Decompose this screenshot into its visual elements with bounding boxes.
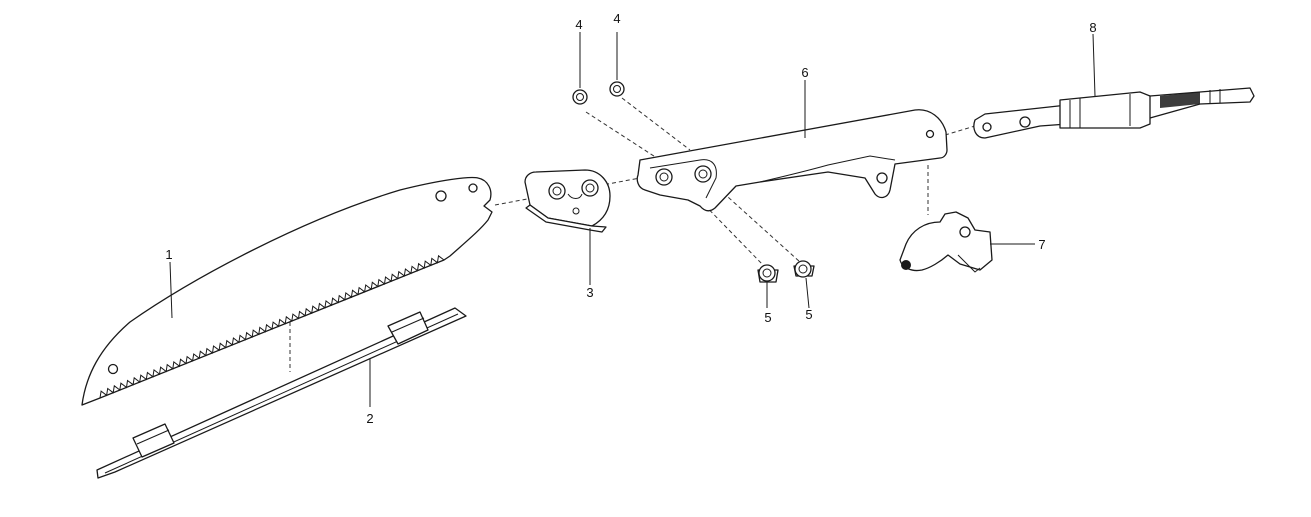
blade-tip-hole [107, 363, 119, 375]
blade-guard [96, 307, 467, 479]
callout-5a: 5 [764, 310, 771, 325]
saw-blade [81, 176, 493, 406]
callout-4a: 4 [575, 17, 582, 32]
callout-8: 8 [1089, 20, 1096, 35]
blade-lock-hole [468, 183, 478, 193]
callout-7: 7 [1038, 237, 1045, 252]
pole-adapter [973, 87, 1255, 139]
head-plate [524, 169, 611, 233]
handle-frame [636, 109, 948, 212]
nut-right [609, 81, 625, 97]
callout-2: 2 [366, 411, 373, 426]
bolt-left [757, 264, 779, 283]
leader-lines [169, 32, 1096, 407]
blade-pivot-hole [435, 190, 447, 202]
callout-4b: 4 [613, 11, 620, 26]
callout-1: 1 [165, 247, 172, 262]
saw-teeth [99, 254, 445, 399]
callout-6: 6 [801, 65, 808, 80]
bolt-right [793, 260, 815, 278]
callout-labels: 1 2 3 4 4 5 5 6 7 8 [165, 11, 1096, 426]
latch [899, 211, 993, 273]
nut-left [572, 89, 588, 105]
callout-5b: 5 [805, 307, 812, 322]
callout-3: 3 [586, 285, 593, 300]
